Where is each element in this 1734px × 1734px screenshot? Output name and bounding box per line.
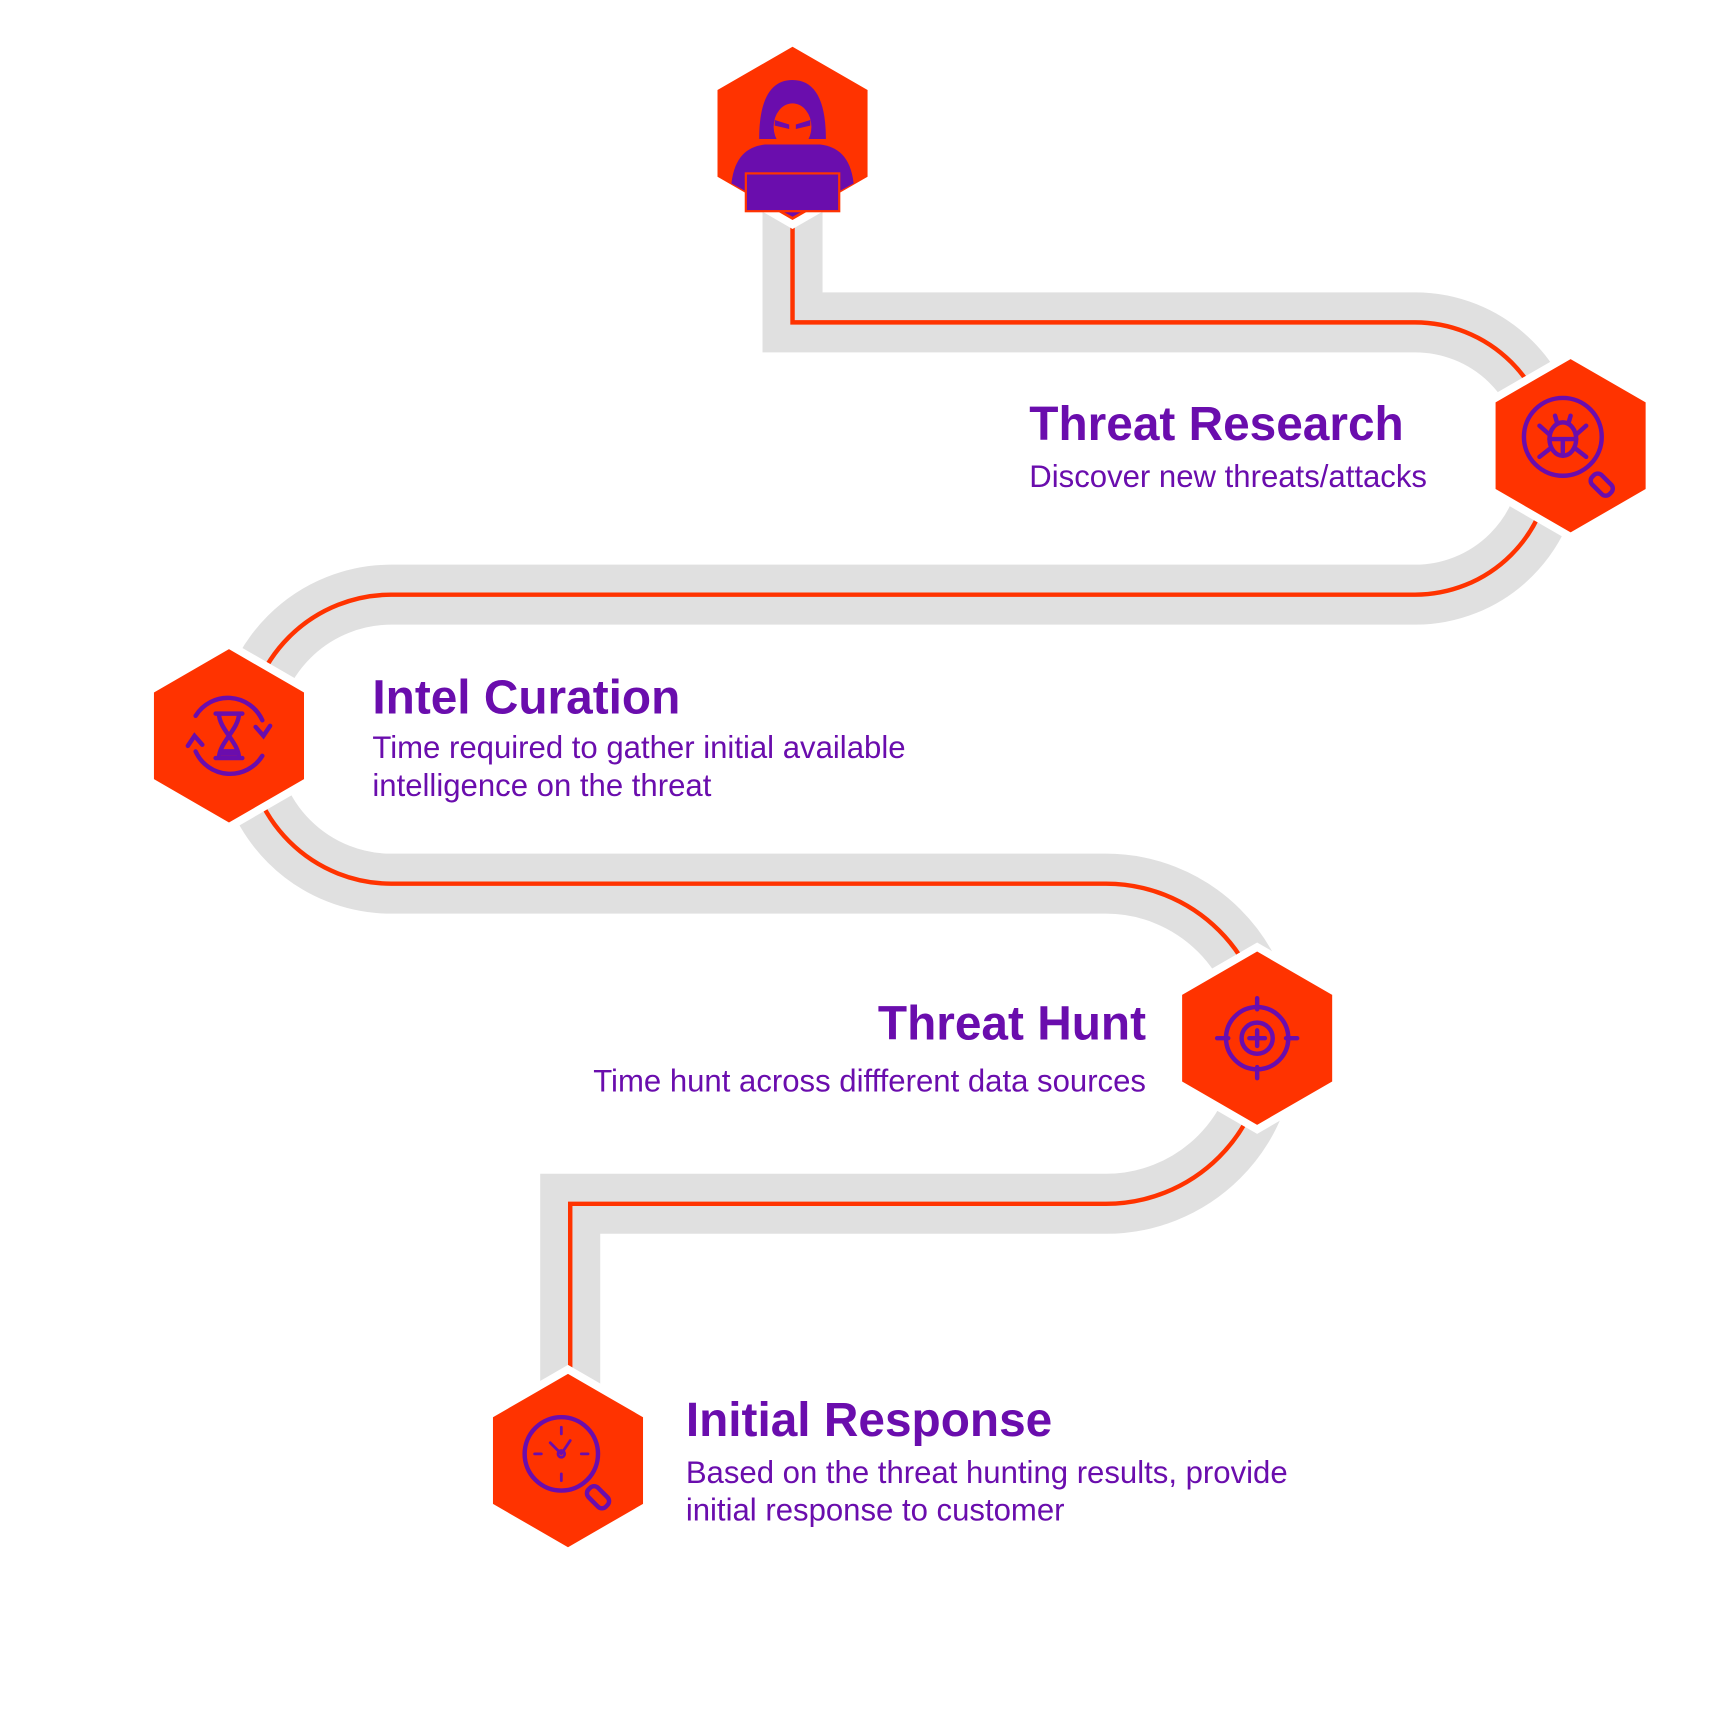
- step-title: Intel Curation: [372, 672, 680, 725]
- step-description-line: Based on the threat hunting results, pro…: [686, 1455, 1288, 1490]
- step-title: Threat Hunt: [878, 997, 1146, 1050]
- hexagon: [485, 1364, 651, 1557]
- clock-magnifier-icon: [522, 1414, 612, 1511]
- step-title: Initial Response: [686, 1394, 1052, 1447]
- step-description: Time hunt across diffferent data sources: [593, 1064, 1146, 1099]
- step-threat-hunt: Threat Hunt Time hunt across diffferent …: [593, 942, 1340, 1134]
- step-description-line: Time required to gather initial availabl…: [372, 730, 905, 765]
- hourglass-cycle-icon: [185, 695, 273, 777]
- step-description-line: intelligence on the threat: [372, 768, 711, 803]
- step-intel-curation: Intel Curation Time required to gather i…: [146, 640, 906, 832]
- step-description-line: initial response to customer: [686, 1493, 1065, 1528]
- start-node: [709, 37, 876, 230]
- hooded-hacker-icon: [731, 80, 854, 217]
- step-initial-response: Initial Response Based on the threat hun…: [485, 1364, 1288, 1557]
- step-threat-research: Threat Research Discover new threats/att…: [1029, 350, 1654, 542]
- crosshair-target-icon: [1214, 995, 1300, 1081]
- bug-magnifier-icon: [1521, 395, 1616, 498]
- step-description: Discover new threats/attacks: [1029, 459, 1427, 494]
- step-title: Threat Research: [1029, 398, 1403, 451]
